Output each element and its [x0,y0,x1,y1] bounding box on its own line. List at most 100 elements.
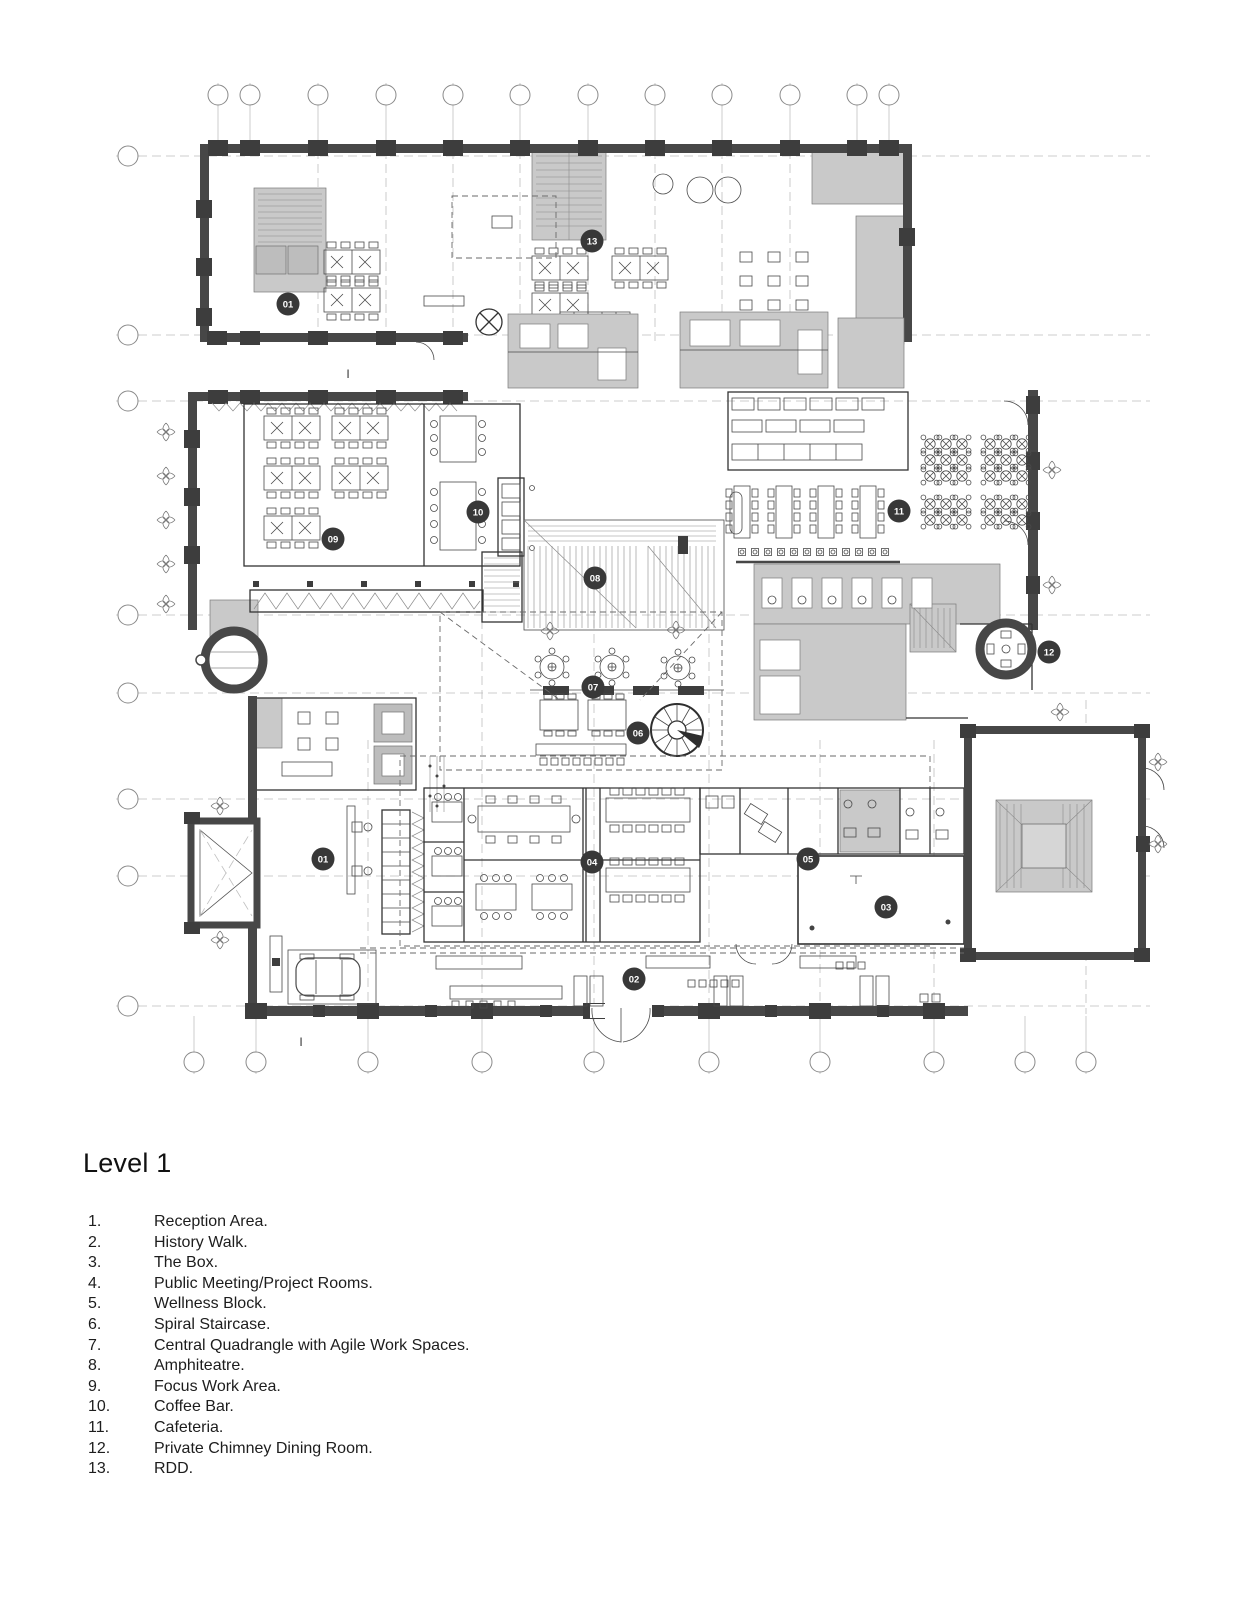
room-marker-03: 03 [874,895,898,919]
grid-bubbles-bottom [183,1050,1097,1074]
svg-text:08: 08 [590,574,601,585]
legend-item-label: Amphiteatre. [154,1357,245,1375]
legend-item-label: Spiral Staircase. [154,1315,271,1333]
reception [269,805,425,993]
legend-item: 2. History Walk. [88,1233,469,1254]
room-marker-06: 06 [626,721,650,745]
legend-item: 13. RDD. [88,1459,469,1480]
project-room [255,697,417,791]
legend-item: 3. The Box. [88,1253,469,1274]
legend-item-label: Public Meeting/Project Rooms. [154,1274,373,1292]
legend-item-label: History Walk. [154,1233,248,1251]
section-mark: I [346,367,349,381]
legend-item: 4. Public Meeting/Project Rooms. [88,1274,469,1295]
legend-item-number: 10. [88,1398,111,1416]
top-wing: I [196,140,915,381]
coffee-bar [497,477,535,557]
legend-item-number: 2. [88,1233,102,1251]
legend-item: 9. Focus Work Area. [88,1377,469,1398]
legend-item: 6. Spiral Staircase. [88,1315,469,1336]
legend-item-number: 9. [88,1377,102,1395]
room-marker-01: 01 [311,847,335,871]
legend-item-number: 5. [88,1295,102,1313]
grid-lines [116,83,1150,1074]
legend-item-label: Cafeteria. [154,1418,224,1436]
room-markers: 01 13 09 10 08 07 06 11 12 01 04 05 03 02 [276,229,1061,991]
svg-text:01: 01 [318,855,329,866]
legend-item-number: 8. [88,1357,102,1375]
stair-block [906,702,1168,962]
legend-item: 10. Coffee Bar. [88,1397,469,1418]
room-marker-10: 10 [466,500,490,524]
amphitheatre [523,519,725,631]
room-marker-11: 11 [887,499,911,523]
legend-item: 5. Wellness Block. [88,1294,469,1315]
gallery-band [249,589,484,613]
floor-plan: I [116,83,1168,1074]
connector-rooms [507,311,905,389]
central-quadrangle [439,611,723,771]
focus-work-area [243,403,521,567]
chimney-dining [960,618,1037,690]
room-marker-13: 13 [580,229,604,253]
column-marker [475,308,503,336]
meeting-rooms [423,787,701,943]
cafeteria [725,434,1032,564]
room-marker-09: 09 [321,527,345,551]
svg-text:13: 13 [587,237,598,248]
svg-text:05: 05 [803,855,814,866]
room-marker-07: 07 [581,675,605,699]
legend-item: 1. Reception Area. [88,1212,469,1233]
svg-text:07: 07 [588,683,599,694]
legend-item-label: The Box. [154,1254,219,1272]
legend-item-label: Reception Area. [154,1213,268,1230]
legend-list: 1. Reception Area. 2. History Walk. 3. The Bo… [88,1212,469,1480]
svg-text:03: 03 [881,903,892,914]
round-tower [195,626,268,694]
room-marker-12: 12 [1037,640,1061,664]
room-marker-05: 05 [796,847,820,871]
middle-band [156,390,1062,791]
svg-text:10: 10 [473,508,484,519]
legend-item-number: 13. [88,1460,111,1478]
legend-item-label: RDD. [154,1460,194,1478]
legend-item-number: 4. [88,1274,102,1292]
room-marker-04: 04 [580,850,604,874]
svg-text:01: 01 [283,300,294,311]
legend-item-number: 11. [88,1418,110,1436]
legend-item-label: Wellness Block. [154,1295,267,1313]
room-marker-01: 01 [276,292,300,316]
svg-text:12: 12 [1044,648,1055,659]
legend-item-number: 7. [88,1336,102,1354]
room-marker-02: 02 [622,967,646,991]
legend-item: 12. Private Chimney Dining Room. [88,1439,469,1460]
legend-item-label: Coffee Bar. [154,1398,234,1416]
spiral-staircase [650,703,704,757]
section-mark: I [299,1035,302,1049]
legend-item-number: 3. [88,1254,102,1272]
bottom-band: I [184,696,1168,1049]
car [287,949,377,1005]
entrance-porch [184,796,261,950]
legend-item-number: 6. [88,1315,102,1333]
svg-text:02: 02 [629,975,640,986]
room-marker-08: 08 [583,566,607,590]
svg-text:09: 09 [328,535,339,546]
page-title: Level 1 [83,1148,172,1178]
legend-item-number: 1. [88,1213,102,1230]
svg-text:06: 06 [633,729,644,740]
svg-text:04: 04 [587,858,598,869]
history-walk [360,947,964,1009]
legend-item: 7. Central Quadrangle with Agile Work Spa… [88,1336,469,1357]
legend-item: 11. Cafeteria. [88,1418,469,1439]
legend-item-label: Central Quadrangle with Agile Work Space… [154,1336,470,1354]
grid-bubbles-top [207,83,900,107]
legend-item-label: Focus Work Area. [154,1377,281,1395]
legend-item-number: 12. [88,1439,111,1457]
kitchen [727,391,909,471]
legend-item: 8. Amphiteatre. [88,1356,469,1377]
wellness-block [699,787,965,855]
grid-bubbles-left [116,145,140,1017]
svg-text:11: 11 [894,507,905,518]
legend-item-label: Private Chimney Dining Room. [154,1439,373,1457]
